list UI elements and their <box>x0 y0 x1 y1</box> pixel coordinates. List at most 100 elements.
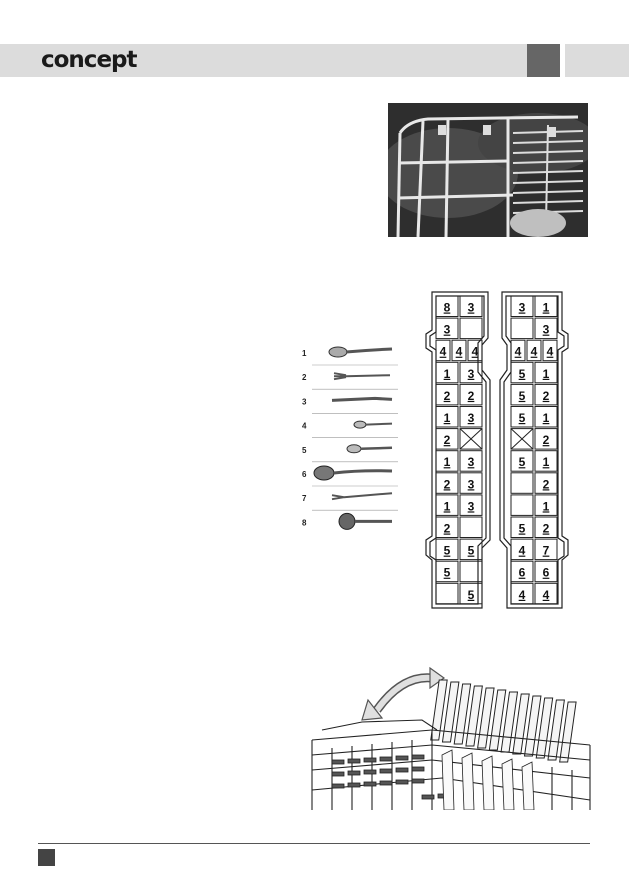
basket-slot-right: 5 <box>510 361 534 384</box>
basket-slot-left: 3 <box>459 450 483 472</box>
slot-number: 5 <box>519 411 526 425</box>
legend-number: 2 <box>302 373 307 382</box>
basket-slot-right: 5 <box>510 406 534 428</box>
slot-number: 5 <box>444 566 451 580</box>
slot-number: 3 <box>444 323 451 337</box>
basket-slot-left: 2 <box>435 383 459 406</box>
basket-slot-left: 5 <box>435 560 459 583</box>
legend-item-6: 6 <box>302 465 398 487</box>
basket-slot-left: 5 <box>435 538 459 561</box>
basket-slot-right <box>510 472 534 494</box>
basket-slot-left: 4 <box>435 339 451 362</box>
basket-slot-left: 2 <box>435 428 459 450</box>
basket-slot-right: 5 <box>510 516 534 538</box>
slot-number: 6 <box>519 566 526 580</box>
slot-number: 5 <box>444 544 451 558</box>
legend-item-7: 7 <box>302 492 398 511</box>
basket-slot-right: 2 <box>534 516 558 538</box>
basket-slot-right: 4 <box>542 339 558 362</box>
slot-number: 2 <box>543 477 550 491</box>
slot-number: 3 <box>468 301 475 315</box>
basket-slot-left: 3 <box>459 361 483 384</box>
slot-number: 1 <box>543 367 550 381</box>
basket-slot-right: 2 <box>534 428 558 450</box>
header-bar <box>0 44 629 77</box>
slot-number: 1 <box>444 411 451 425</box>
fork-icon <box>333 372 391 381</box>
slot-number: 4 <box>440 345 447 359</box>
teaspoon-icon <box>353 420 393 429</box>
basket-slot-right: 4 <box>534 582 558 605</box>
slot-number: 2 <box>444 389 451 403</box>
basket-slot-left: 5 <box>459 582 483 605</box>
slot-number: 3 <box>468 477 475 491</box>
legend-number: 5 <box>302 446 307 455</box>
basket-slot-right <box>510 494 534 516</box>
legend-item-8: 8 <box>302 512 392 530</box>
soup-spoon-icon <box>328 346 393 358</box>
slot-number: 1 <box>543 499 550 513</box>
basket-slot-left <box>459 317 483 340</box>
basket-slot-right: 4 <box>526 339 542 362</box>
legend-number: 6 <box>302 470 307 479</box>
basket-slot-right: 1 <box>534 295 558 317</box>
basket-slot-left: 1 <box>435 450 459 472</box>
basket-slot-left <box>459 560 483 583</box>
basket-slot-left: 3 <box>459 406 483 428</box>
footer-divider <box>38 843 590 844</box>
basket-slot-right: 5 <box>510 450 534 472</box>
knife-icon <box>331 396 393 402</box>
basket-slot-right: 3 <box>534 317 558 340</box>
basket-slot-right: 1 <box>534 450 558 472</box>
slot-number: 3 <box>468 367 475 381</box>
basket-slot-right: 1 <box>534 494 558 516</box>
slot-number: 5 <box>468 588 475 602</box>
slot-number: 1 <box>444 367 451 381</box>
slot-number: 5 <box>519 522 526 536</box>
basket-slot-left: 2 <box>435 472 459 494</box>
slot-number: 8 <box>444 301 451 315</box>
slot-number: 5 <box>468 544 475 558</box>
serving-fork-icon <box>331 492 393 501</box>
serving-spoon-icon <box>313 465 393 481</box>
basket-slot-right: 4 <box>510 339 526 362</box>
basket-slot-left: 8 <box>435 295 459 317</box>
basket-slot-right <box>510 428 534 450</box>
basket-slot-right: 5 <box>510 383 534 406</box>
slot-number: 1 <box>543 411 550 425</box>
slot-number: 4 <box>531 345 538 359</box>
slot-number: 4 <box>456 345 463 359</box>
legend-item-5: 5 <box>302 444 398 463</box>
slot-number: 2 <box>543 522 550 536</box>
slot-number: 3 <box>543 323 550 337</box>
legend-item-2: 2 <box>302 372 398 390</box>
slot-number: 2 <box>444 522 451 536</box>
basket-slot-left: 3 <box>459 472 483 494</box>
slot-number: 4 <box>519 544 526 558</box>
ladle-icon <box>338 512 392 530</box>
slot-number: 4 <box>519 588 526 602</box>
slot-number: 6 <box>543 566 550 580</box>
basket-slot-right: 2 <box>534 383 558 406</box>
basket-rack-illustration <box>302 660 592 811</box>
legend-item-1: 1 <box>302 346 398 366</box>
brand-logo: concept <box>41 47 138 73</box>
basket-slot-left: 3 <box>459 494 483 516</box>
slot-number: 4 <box>543 588 550 602</box>
slot-number: 3 <box>468 499 475 513</box>
basket-slot-right: 7 <box>534 538 558 561</box>
slot-number: 5 <box>519 367 526 381</box>
header-separator <box>560 44 565 77</box>
basket-slot-right: 6 <box>534 560 558 583</box>
slot-number: 2 <box>444 477 451 491</box>
basket-slot-right: 1 <box>534 361 558 384</box>
basket-slot-left: 5 <box>459 538 483 561</box>
basket-slot-left <box>459 516 483 538</box>
slot-number: 1 <box>444 499 451 513</box>
slot-number: 2 <box>468 389 475 403</box>
basket-slot-right: 1 <box>534 406 558 428</box>
slot-number: 7 <box>543 544 550 558</box>
